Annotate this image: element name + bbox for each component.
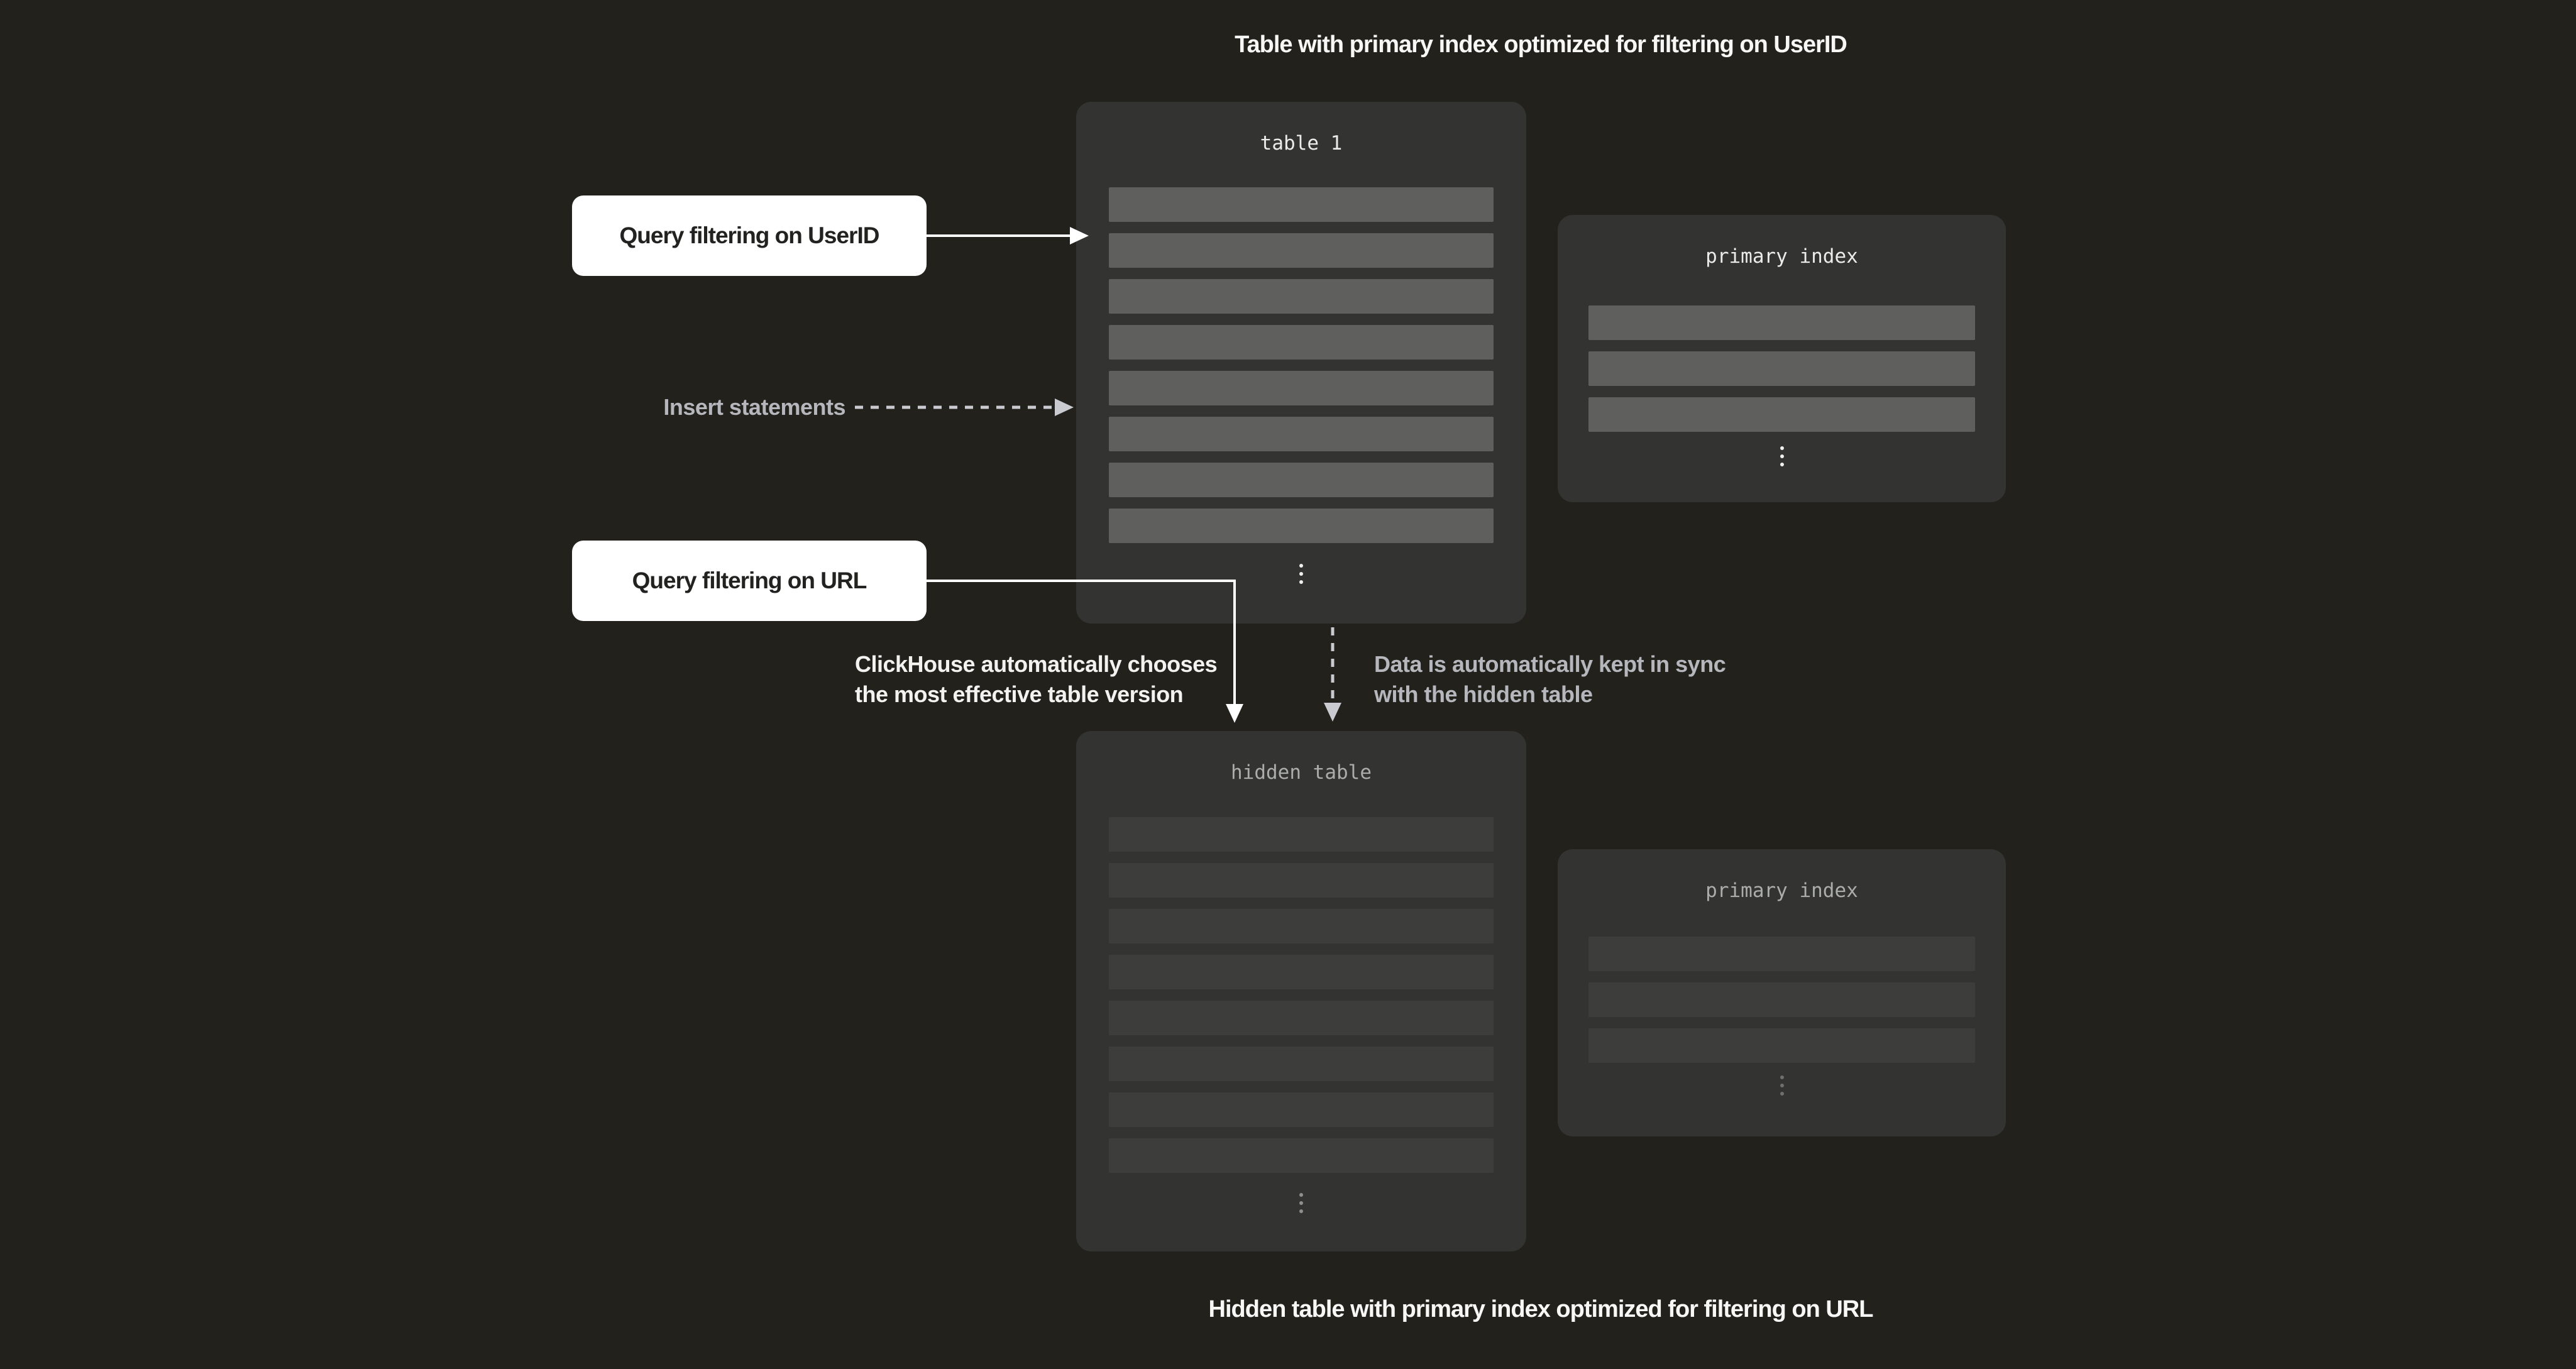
ellipsis-dot bbox=[1780, 1075, 1784, 1079]
ellipsis-dot bbox=[1299, 564, 1303, 568]
hidden-table-box: hidden table bbox=[1076, 731, 1526, 1251]
solid-right-arrow bbox=[927, 227, 1089, 245]
table-row bbox=[1109, 817, 1494, 852]
ellipsis-dot bbox=[1299, 1193, 1303, 1197]
ellipsis-dot bbox=[1780, 1092, 1784, 1096]
hidden-table-rows bbox=[1109, 817, 1494, 1173]
table1-rows bbox=[1109, 187, 1494, 543]
vertical-ellipsis-icon bbox=[1780, 1075, 1784, 1096]
table-row bbox=[1109, 1092, 1494, 1127]
primary-index-top-title: primary index bbox=[1705, 245, 1858, 268]
ellipsis-dot bbox=[1780, 463, 1784, 466]
vertical-ellipsis-icon bbox=[1780, 446, 1784, 466]
table-row bbox=[1109, 1138, 1494, 1173]
primary-index-bottom-box: primary index bbox=[1558, 849, 2006, 1136]
table-row bbox=[1109, 955, 1494, 989]
table-row bbox=[1109, 863, 1494, 898]
index-row bbox=[1588, 351, 1975, 386]
table-row bbox=[1109, 371, 1494, 405]
sync-note: Data is automatically kept in sync with … bbox=[1374, 649, 1726, 710]
primary-index-top-rows bbox=[1588, 305, 1975, 432]
dashed-down-arrow bbox=[1324, 627, 1341, 722]
table1-title: table 1 bbox=[1260, 132, 1343, 155]
index-row bbox=[1588, 397, 1975, 432]
table1-box: table 1 bbox=[1076, 102, 1526, 624]
hidden-table-title: hidden table bbox=[1231, 761, 1372, 784]
ellipsis-dot bbox=[1299, 1201, 1303, 1205]
insert-statements-label: Insert statements bbox=[663, 394, 845, 420]
callout-query-url: Query filtering on URL bbox=[572, 541, 927, 621]
table-row bbox=[1109, 463, 1494, 497]
table-row bbox=[1109, 1047, 1494, 1081]
clickhouse-note-line2: the most effective table version bbox=[855, 681, 1184, 707]
index-row bbox=[1588, 982, 1975, 1017]
primary-index-bottom-rows bbox=[1588, 937, 1975, 1063]
ellipsis-dot bbox=[1780, 446, 1784, 450]
table-row bbox=[1109, 279, 1494, 314]
sync-note-line1: Data is automatically kept in sync bbox=[1374, 651, 1726, 677]
sync-note-line2: with the hidden table bbox=[1374, 681, 1593, 707]
callout-query-userid: Query filtering on UserID bbox=[572, 195, 927, 276]
ellipsis-dot bbox=[1780, 1084, 1784, 1087]
table-row bbox=[1109, 233, 1494, 268]
table-row bbox=[1109, 187, 1494, 222]
dashed-right-arrow bbox=[855, 399, 1074, 416]
table-row bbox=[1109, 417, 1494, 451]
table-row bbox=[1109, 325, 1494, 360]
table-row bbox=[1109, 1001, 1494, 1035]
ellipsis-dot bbox=[1299, 1209, 1303, 1213]
primary-index-top-box: primary index bbox=[1558, 215, 2006, 502]
top-caption: Table with primary index optimized for f… bbox=[1235, 31, 1847, 58]
clickhouse-note-line1: ClickHouse automatically chooses bbox=[855, 651, 1218, 677]
vertical-ellipsis-icon bbox=[1299, 564, 1303, 584]
table-row bbox=[1109, 509, 1494, 543]
clickhouse-note: ClickHouse automatically chooses the mos… bbox=[855, 649, 1218, 710]
ellipsis-dot bbox=[1299, 580, 1303, 584]
ellipsis-dot bbox=[1780, 454, 1784, 458]
primary-index-bottom-title: primary index bbox=[1705, 879, 1858, 902]
vertical-ellipsis-icon bbox=[1299, 1193, 1303, 1213]
bottom-caption: Hidden table with primary index optimize… bbox=[1208, 1296, 1874, 1322]
index-row bbox=[1588, 305, 1975, 340]
table-row bbox=[1109, 909, 1494, 943]
index-row bbox=[1588, 1028, 1975, 1063]
ellipsis-dot bbox=[1299, 572, 1303, 576]
index-row bbox=[1588, 937, 1975, 971]
